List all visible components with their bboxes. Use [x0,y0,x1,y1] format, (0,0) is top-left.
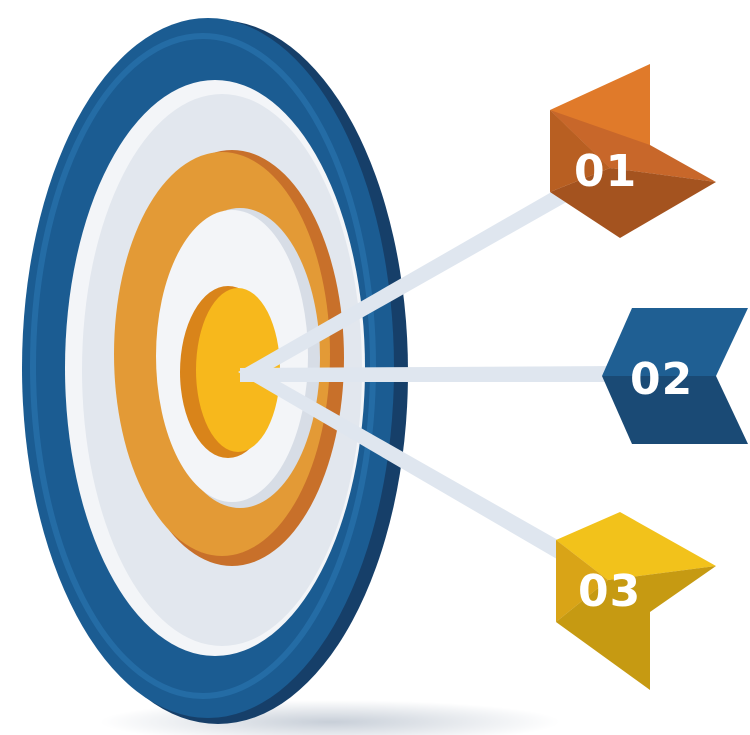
arrow-02-bottom [602,376,748,444]
arrow-01-body [550,110,716,182]
arrow-03-top [556,512,716,580]
arrow-02-label: 02 [630,354,693,405]
outer-ring-highlight [30,33,376,699]
arrow-01-face [550,110,610,192]
arrow-shaft-03 [240,366,572,562]
arrow-01: 01 [550,64,716,238]
target-board [22,18,408,724]
arrow-shafts [238,186,618,562]
arrow-shaft-02 [240,366,618,382]
arrow-03-left [556,540,608,622]
arrow-03-bottom [556,566,716,690]
arrow-02: 02 [602,308,748,444]
arrow-03: 03 [556,512,716,690]
bullseye [196,288,280,452]
arrow-01-label: 01 [574,146,637,197]
arrow-shaft-01 [238,186,570,380]
arrow-02-top [602,308,748,376]
arrow-03-label: 03 [578,566,641,617]
arrow-01-bottom [550,168,716,238]
